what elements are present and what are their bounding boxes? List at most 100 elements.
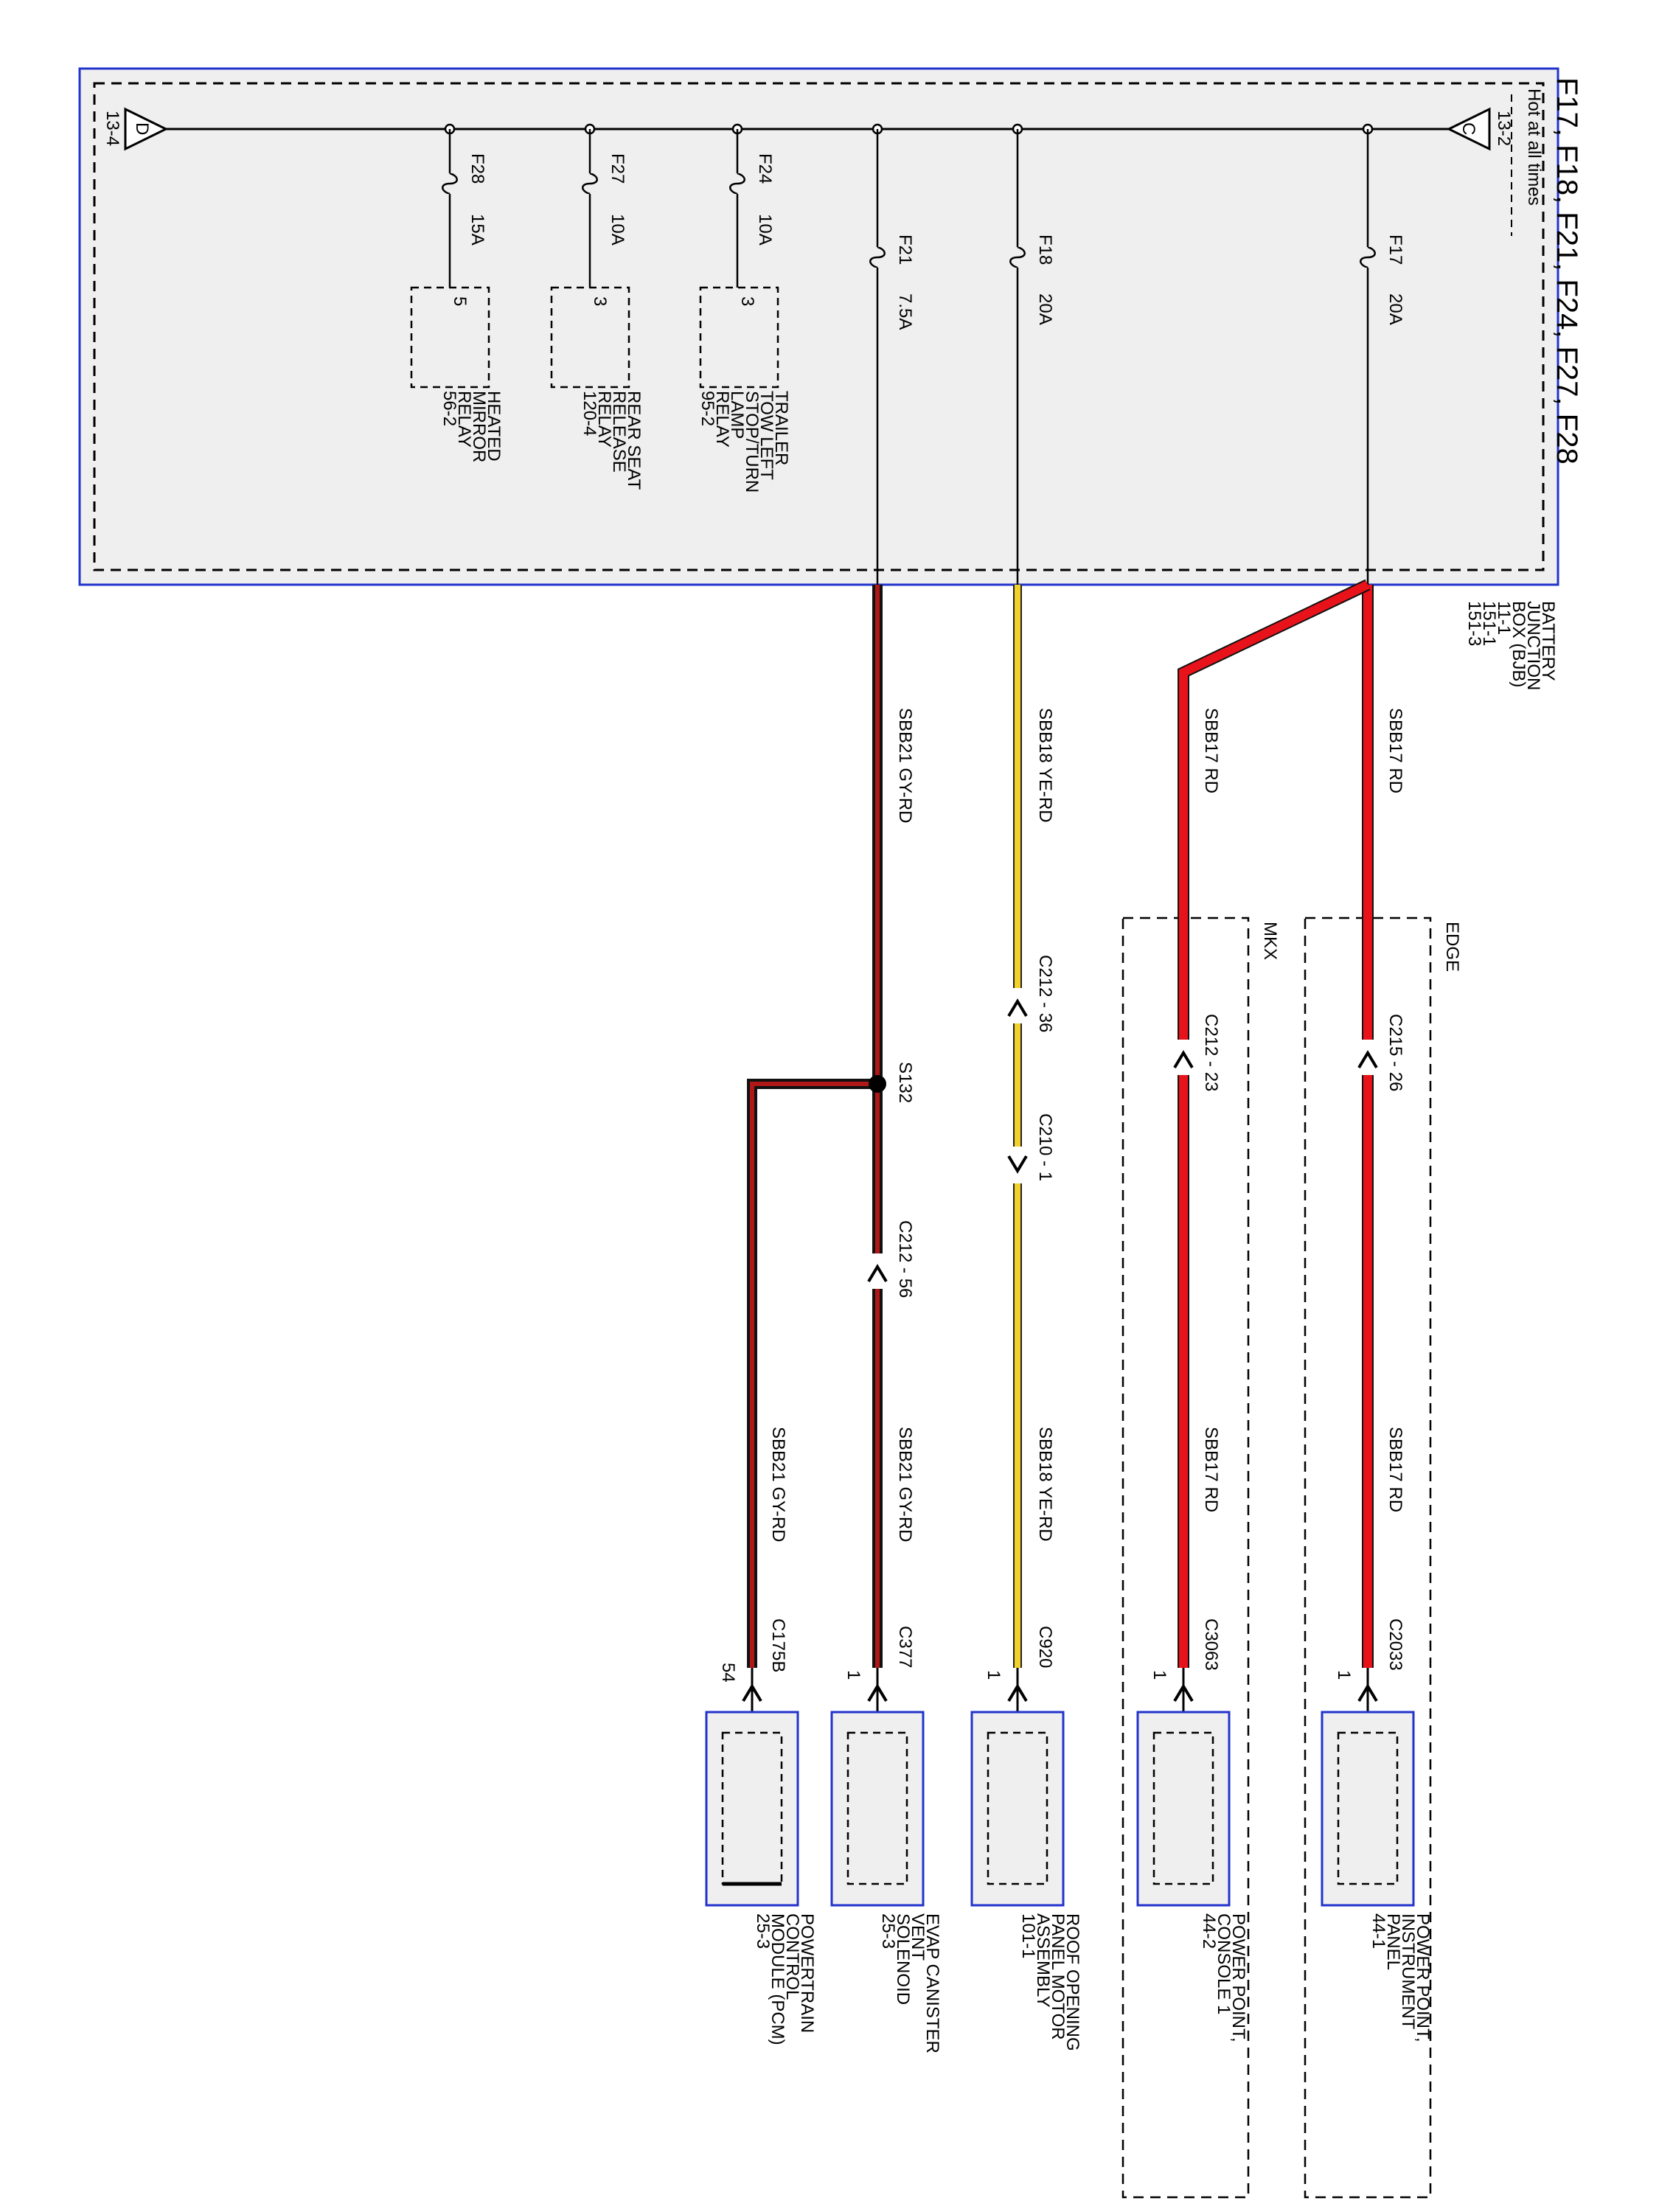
svg-text:TOW LEFT: TOW LEFT (757, 391, 776, 480)
svg-text:1: 1 (1150, 1670, 1169, 1680)
svg-text:POWERTRAIN: POWERTRAIN (797, 1913, 817, 2033)
svg-text:10A: 10A (755, 214, 775, 246)
svg-text:PANEL MOTOR: PANEL MOTOR (1048, 1913, 1068, 2040)
battery-junction-box: Hot at all times (78, 67, 1559, 586)
svg-text:151-1: 151-1 (1479, 601, 1499, 646)
splice-s132: S132 (869, 1062, 915, 1103)
svg-text:EDGE: EDGE (1442, 922, 1462, 972)
svg-text:MKX: MKX (1260, 922, 1280, 960)
svg-text:ASSEMBLY: ASSEMBLY (1033, 1913, 1053, 2008)
svg-text:25-3: 25-3 (753, 1913, 773, 1949)
svg-text:EVAP CANISTER: EVAP CANISTER (922, 1913, 942, 2053)
svg-text:C212 - 23: C212 - 23 (1201, 1014, 1221, 1091)
svg-text:1: 1 (984, 1670, 1004, 1680)
svg-text:C377: C377 (895, 1626, 915, 1668)
option-box-mkx: MKX (1121, 917, 1280, 2199)
wire-sbb21-pcm (747, 1079, 877, 1668)
page-title: F17, F18, F21, F24, F27, F28 (1551, 77, 1583, 465)
svg-text:POWER POINT,: POWER POINT, (1413, 1913, 1433, 2042)
svg-text:C2033: C2033 (1385, 1618, 1405, 1671)
svg-text:MIRROR: MIRROR (469, 391, 489, 462)
svg-text:RELAY: RELAY (594, 391, 614, 448)
svg-text:44-2: 44-2 (1199, 1913, 1219, 1949)
svg-text:RELAY: RELAY (454, 391, 474, 448)
svg-text:JUNCTION: JUNCTION (1523, 601, 1543, 690)
svg-text:C215 - 26: C215 - 26 (1385, 1014, 1405, 1091)
svg-text:MODULE (PCM): MODULE (PCM) (768, 1913, 787, 2045)
svg-text:STOP/TURN: STOP/TURN (742, 391, 762, 493)
svg-text:F21: F21 (895, 234, 915, 265)
component-power-point-instrument-panel: C2033 1 POWER POINT, INSTRUMENT PANEL 44… (1321, 1618, 1433, 2042)
svg-text:SBB17 RD: SBB17 RD (1385, 708, 1405, 793)
svg-text:C212 - 56: C212 - 56 (895, 1220, 915, 1298)
svg-text:56-2: 56-2 (439, 391, 459, 426)
fuse-f27: F27 10A (582, 129, 627, 288)
fuse-f28: F28 15A (442, 129, 487, 288)
svg-text:15A: 15A (467, 214, 487, 246)
connector-c212-56: C212 - 56 (867, 1220, 915, 1298)
svg-text:25-3: 25-3 (878, 1913, 898, 1949)
svg-text:SBB17 RD: SBB17 RD (1385, 1427, 1405, 1512)
svg-text:1: 1 (844, 1670, 863, 1680)
svg-text:C920: C920 (1035, 1626, 1055, 1668)
svg-text:44-1: 44-1 (1368, 1913, 1388, 1949)
svg-text:VENT: VENT (908, 1913, 928, 1961)
bus-output-arrow: D 13-4 (102, 107, 169, 151)
svg-text:C: C (1458, 122, 1478, 135)
connector-c212-36: C212 - 36 (1007, 955, 1055, 1032)
svg-text:3: 3 (737, 296, 757, 306)
connector-c210-1: C210 - 1 (1007, 1113, 1055, 1181)
relay-rear-seat-release: 3 REAR SEAT RELEASE RELAY 120-4 (550, 286, 644, 490)
svg-text:F28: F28 (467, 153, 487, 184)
connector-c215-26: C215 - 26 (1357, 1014, 1405, 1091)
component-powertrain-control-module: C175B 54 POWERTRAIN CONTROL MODULE (PCM)… (705, 1618, 817, 2045)
hot-at-all-times-label: Hot at all times (1524, 88, 1544, 206)
svg-text:SBB17 RD: SBB17 RD (1201, 1427, 1221, 1512)
svg-text:SBB21 GY-RD: SBB21 GY-RD (895, 708, 915, 824)
svg-text:CONSOLE 1: CONSOLE 1 (1214, 1913, 1234, 2014)
svg-text:11-1: 11-1 (1494, 601, 1514, 635)
connector-c212-23: C212 - 23 (1173, 1014, 1221, 1091)
svg-text:HEATED: HEATED (484, 391, 504, 462)
svg-text:F18: F18 (1035, 234, 1055, 265)
svg-text:95-2: 95-2 (698, 391, 717, 426)
svg-text:151-3: 151-3 (1464, 601, 1484, 646)
component-roof-opening-panel-motor: C920 1 ROOF OPENING PANEL MOTOR ASSEMBLY… (970, 1626, 1082, 2051)
svg-text:BOX (BJB): BOX (BJB) (1509, 601, 1528, 687)
svg-text:ROOF OPENING: ROOF OPENING (1062, 1913, 1082, 2051)
wire-sbb17-mkx (1178, 579, 1371, 1668)
fuse-f21: F21 7.5A (869, 129, 915, 585)
svg-text:101-1: 101-1 (1018, 1913, 1038, 1958)
svg-text:C210 - 1: C210 - 1 (1035, 1113, 1055, 1181)
svg-text:S132: S132 (895, 1062, 915, 1103)
svg-text:C3063: C3063 (1201, 1618, 1221, 1671)
svg-text:SBB18 YE-RD: SBB18 YE-RD (1035, 708, 1055, 823)
svg-text:20A: 20A (1385, 293, 1405, 325)
svg-text:BATTERY: BATTERY (1538, 601, 1558, 681)
svg-text:3: 3 (590, 296, 610, 306)
fuse-f18: F18 20A (1009, 129, 1055, 585)
svg-text:1: 1 (1334, 1670, 1354, 1680)
option-box-edge: EDGE (1304, 917, 1462, 2199)
fuse-f24: F24 10A (729, 129, 775, 288)
svg-text:C175B: C175B (768, 1618, 788, 1672)
svg-text:TRAILER: TRAILER (771, 391, 791, 465)
svg-text:D: D (132, 122, 152, 135)
fuse-f17: F17 20A (1360, 129, 1405, 585)
svg-text:120-4: 120-4 (580, 391, 599, 436)
wire-labels: SBB17 RD SBB17 RD SBB17 RD SBB17 RD SBB1… (768, 708, 1405, 1543)
svg-text:F17: F17 (1385, 234, 1405, 265)
svg-text:CONTROL: CONTROL (782, 1913, 802, 2000)
svg-text:SBB17 RD: SBB17 RD (1201, 708, 1221, 793)
svg-text:LAMP: LAMP (727, 391, 747, 439)
relay-heated-mirror: 5 HEATED MIRROR RELAY 56-2 (410, 286, 504, 462)
svg-text:INSTRUMENT: INSTRUMENT (1398, 1913, 1418, 2030)
svg-text:20A: 20A (1035, 293, 1055, 325)
bus-input-ref: 13-2 (1494, 111, 1514, 146)
svg-text:POWER POINT,: POWER POINT, (1228, 1913, 1248, 2042)
svg-text:C212 - 36: C212 - 36 (1035, 955, 1055, 1032)
component-power-point-console: C3063 1 POWER POINT, CONSOLE 1 44-2 (1136, 1618, 1248, 2042)
svg-text:RELAY: RELAY (712, 391, 732, 448)
svg-text:SBB21 GY-RD: SBB21 GY-RD (768, 1427, 788, 1543)
